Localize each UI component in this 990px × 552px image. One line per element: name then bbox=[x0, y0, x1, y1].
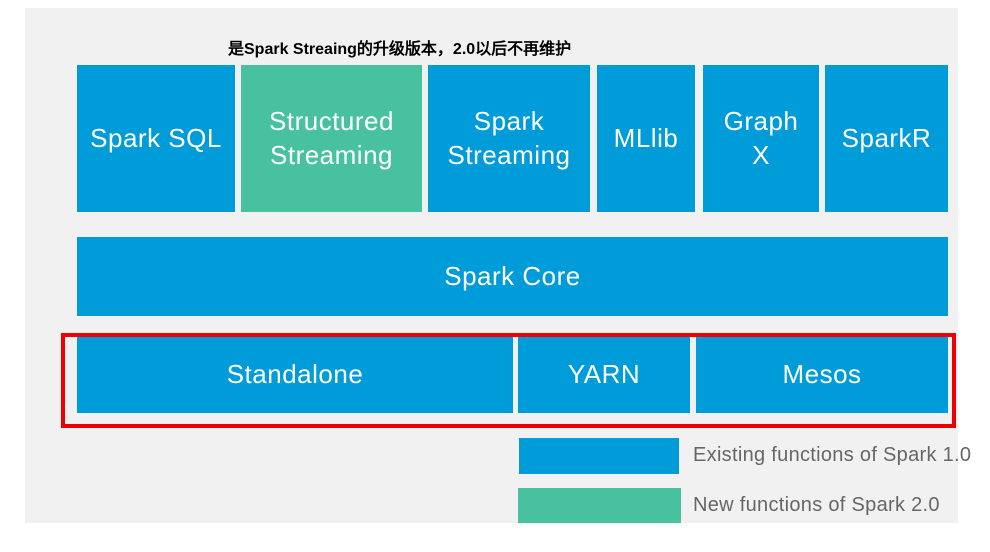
core-box-spark-core: Spark Core bbox=[77, 237, 948, 316]
legend-swatch-existing bbox=[519, 438, 679, 474]
component-box-spark-sql: Spark SQL bbox=[77, 65, 235, 212]
legend-label-new: New functions of Spark 2.0 bbox=[693, 494, 940, 516]
structured-streaming-annotation: 是Spark Streaing的升级版本，2.0以后不再维护 bbox=[228, 41, 572, 58]
cluster-box-yarn: YARN bbox=[518, 337, 690, 413]
component-box-mllib: MLlib bbox=[597, 65, 695, 212]
cluster-box-mesos: Mesos bbox=[696, 337, 948, 413]
component-box-sparkr: SparkR bbox=[825, 65, 948, 212]
cluster-managers-highlight-box bbox=[61, 333, 956, 428]
component-box-spark-streaming: Spark Streaming bbox=[428, 65, 590, 212]
legend-swatch-new bbox=[518, 488, 681, 523]
component-box-graphx: Graph X bbox=[703, 65, 819, 212]
legend-label-existing: Existing functions of Spark 1.0 bbox=[693, 444, 972, 466]
component-box-structured-streaming: Structured Streaming bbox=[241, 65, 422, 212]
cluster-box-standalone: Standalone bbox=[77, 337, 513, 413]
